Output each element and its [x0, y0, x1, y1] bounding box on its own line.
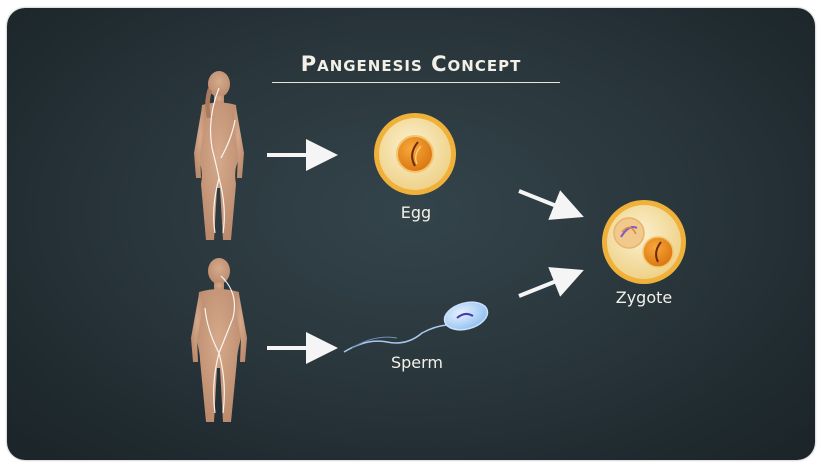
zygote-cell-icon [602, 200, 686, 284]
zygote-label: Zygote [584, 288, 704, 307]
male-body-icon [191, 258, 247, 422]
sperm-cell-icon [344, 298, 491, 352]
sperm-label: Sperm [357, 353, 477, 372]
egg-label: Egg [356, 203, 476, 222]
female-body-icon [194, 71, 244, 240]
arrow-egg-to-zygote [519, 191, 569, 211]
diagram-graphics [7, 8, 815, 460]
egg-cell-icon [374, 113, 456, 195]
pangenesis-diagram: Pangenesis Concept [7, 8, 815, 460]
arrow-sperm-to-zygote [519, 276, 569, 296]
